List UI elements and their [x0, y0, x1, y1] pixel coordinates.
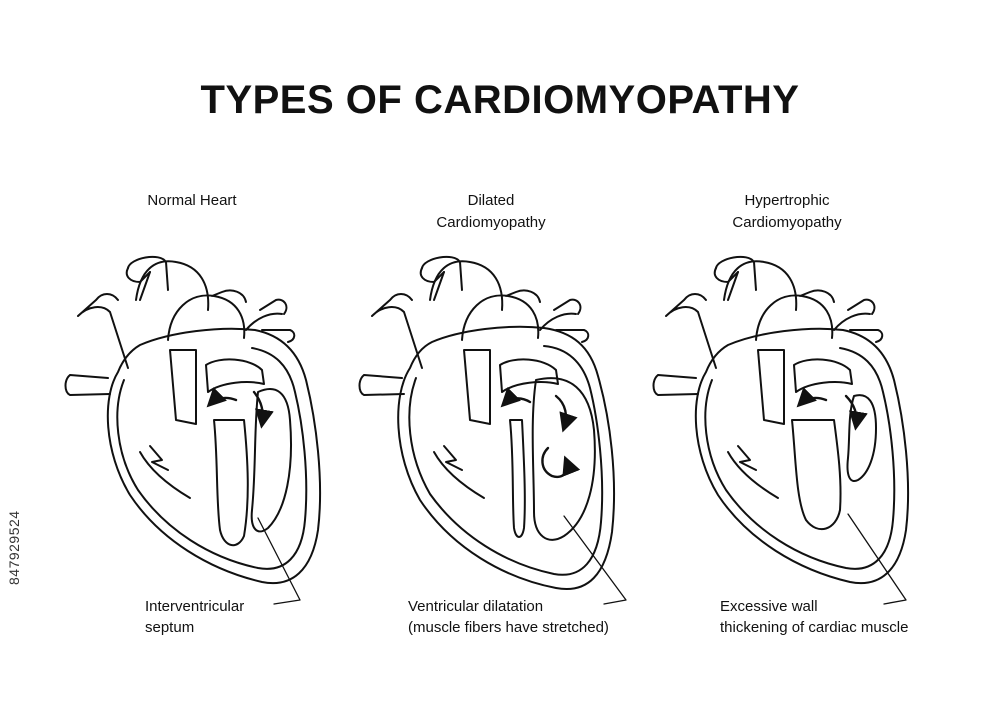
normal-heart-outline	[106, 327, 322, 585]
dilated-vena-cava	[371, 293, 423, 369]
normal-aorta	[127, 255, 210, 311]
normal-pulmonary-artery	[167, 289, 247, 341]
dilated-heart-outline	[397, 325, 616, 590]
panel-title-normal: Normal Heart	[147, 192, 237, 209]
panel-title-hypertrophic: Hypertrophic Cardiomyopathy	[732, 192, 842, 231]
hypertrophic-septum	[791, 419, 842, 531]
hypertrophic-heart-illustration	[652, 255, 910, 605]
normal-septum	[213, 419, 249, 546]
normal-vena-cava	[77, 293, 129, 369]
hypertrophic-leader-line	[847, 513, 907, 605]
normal-leader-line	[257, 517, 301, 605]
page-title: TYPES OF CARDIOMYOPATHY	[200, 78, 800, 122]
dilated-aorta	[421, 255, 504, 311]
hypertrophic-heart-outline	[694, 327, 910, 585]
hypertrophic-aorta	[715, 255, 798, 311]
hypertrophic-vena-cava	[665, 293, 717, 369]
dilated-leader-line	[563, 515, 627, 605]
hypertrophic-pulmonary-artery	[755, 289, 835, 341]
dilated-pulmonary-artery	[461, 289, 541, 341]
caption-hypertrophic: Excessive wall thickening of cardiac mus…	[720, 598, 909, 636]
dilated-septum	[509, 419, 526, 538]
panel-title-dilated: Dilated Cardiomyopathy	[436, 192, 546, 231]
dilated-heart-illustration	[358, 255, 627, 605]
caption-normal: Interventricular septum	[145, 598, 245, 636]
caption-dilated: Ventricular dilatation (muscle fibers ha…	[408, 598, 609, 636]
normal-heart-illustration	[64, 255, 322, 605]
